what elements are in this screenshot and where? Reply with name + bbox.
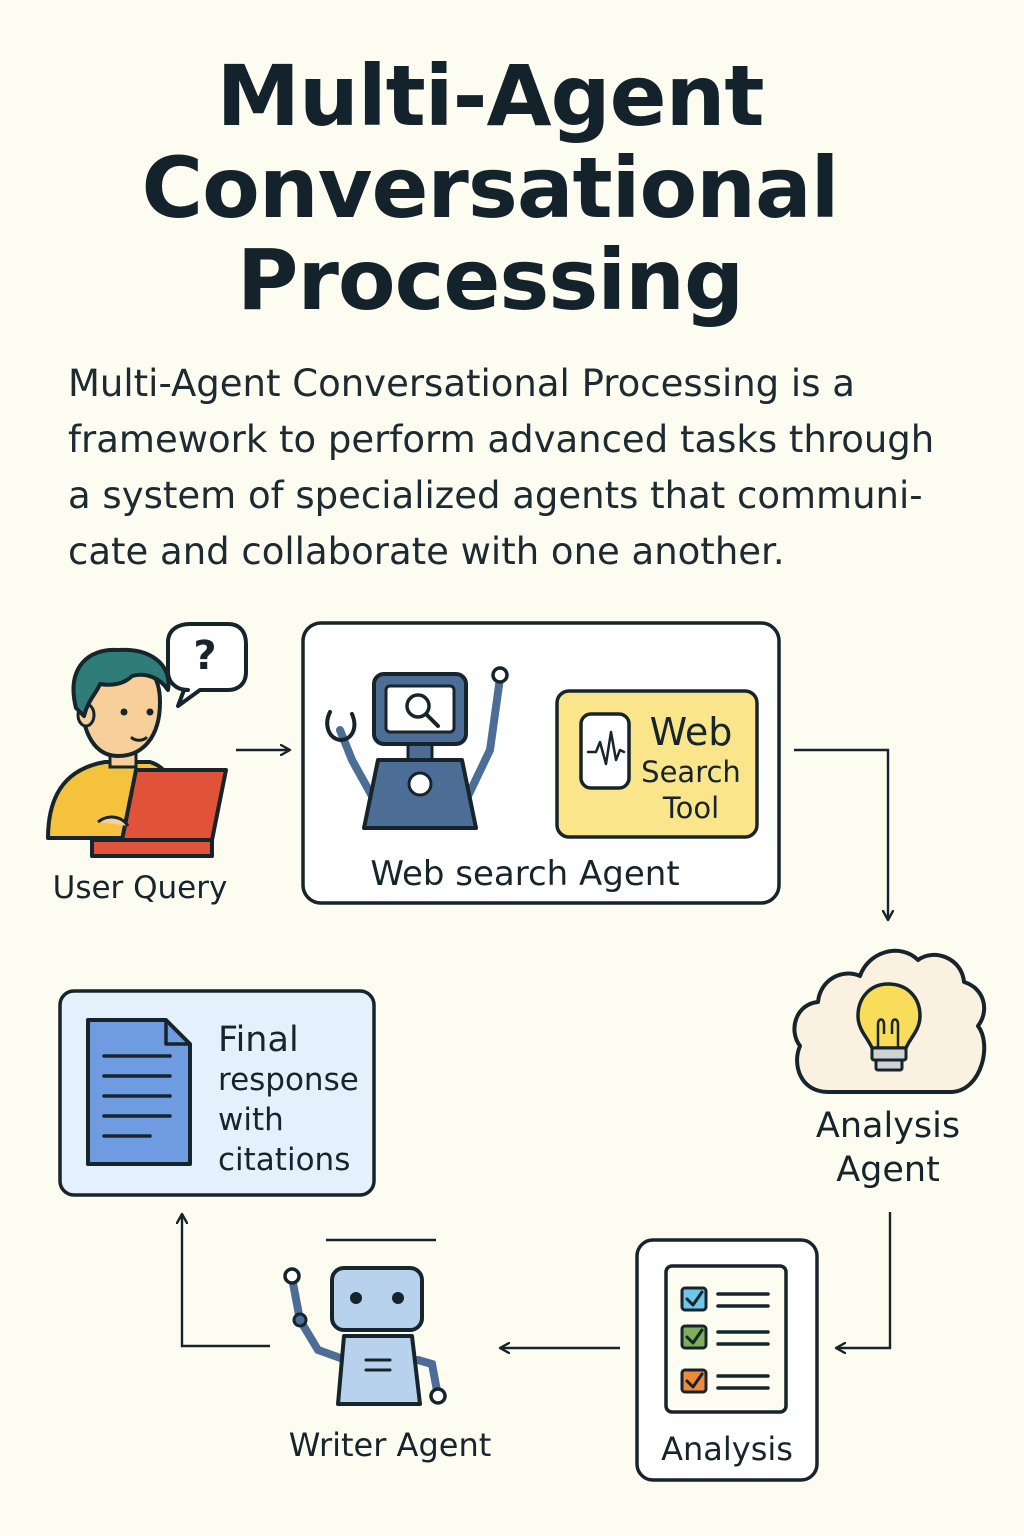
- question-bubble-icon: [166, 622, 248, 708]
- title-line-2: Conversational: [141, 139, 840, 237]
- arrow-writer-to-final: [182, 1214, 270, 1348]
- final-line-1: Final: [218, 1020, 299, 1060]
- tool-line-2: Search: [641, 755, 741, 789]
- analysis-label: Analysis: [661, 1430, 793, 1468]
- page-title: Multi-Agent Conversational Processing: [0, 50, 980, 326]
- intro-line-1: Multi-Agent Conversational Processing is…: [68, 362, 855, 405]
- question-mark: ?: [193, 633, 217, 679]
- cloud-lightbulb-icon: [792, 948, 987, 1094]
- arrow-analysis-agent-to-analysis: [836, 1212, 892, 1348]
- title-line-1: Multi-Agent: [216, 47, 764, 145]
- web-search-tool-label: Web Search Tool: [636, 710, 746, 826]
- document-icon: [86, 1018, 192, 1166]
- intro-paragraph: Multi-Agent Conversational Processing is…: [68, 356, 998, 580]
- analysis-agent-label: Analysis Agent: [790, 1104, 986, 1192]
- intro-line-2: framework to perform advanced tasks thro…: [68, 418, 935, 461]
- final-line-2: response: [218, 1062, 359, 1098]
- tool-line-3: Tool: [662, 791, 720, 825]
- user-laptop-icon: [46, 647, 228, 858]
- intro-line-3: a system of specialized agents that comm…: [68, 474, 923, 517]
- writer-robot-icon: [283, 1238, 447, 1406]
- writer-agent-label: Writer Agent: [288, 1426, 492, 1464]
- analysis-agent-line-1: Analysis: [815, 1106, 961, 1146]
- analysis-agent-line-2: Agent: [836, 1150, 940, 1190]
- tool-line-1: Web: [649, 710, 733, 754]
- final-response-label: Final response with citations: [218, 1020, 368, 1180]
- final-line-4: citations: [218, 1142, 351, 1178]
- arrow-search-to-analysis-agent: [794, 748, 888, 920]
- search-robot-icon: [325, 666, 509, 830]
- intro-line-4: cate and collaborate with one another.: [68, 530, 785, 573]
- waveform-icon: [579, 712, 631, 790]
- checklist-icon: [664, 1264, 788, 1414]
- web-search-agent-label: Web search Agent: [370, 854, 680, 894]
- title-line-3: Processing: [236, 231, 744, 329]
- user-query-label: User Query: [52, 870, 228, 906]
- final-line-3: with: [218, 1102, 284, 1138]
